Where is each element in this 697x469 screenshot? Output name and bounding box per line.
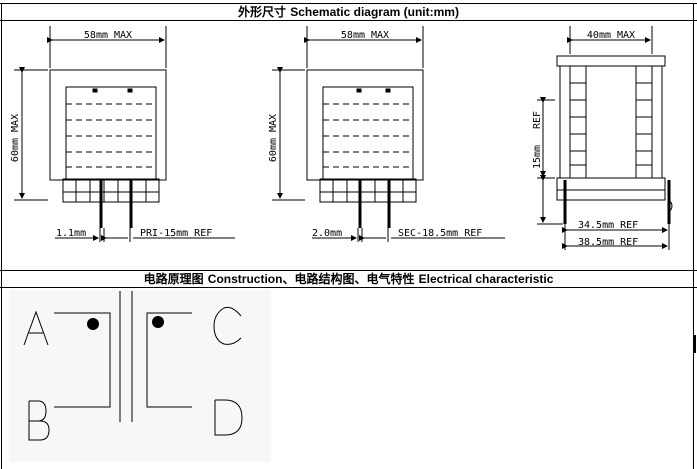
scroll-mark (694, 335, 696, 353)
section-title-circuit: 电路原理图 Construction、电路结构图、电气特性 Electrical… (0, 271, 697, 287)
v1-height-label: 60mm MAX (10, 114, 21, 162)
v1-width-label: 58mm MAX (84, 30, 132, 41)
header-divider-2 (0, 287, 697, 288)
transformer-circuit (23, 291, 243, 441)
v3-span2-label: 38.5mm REF (578, 237, 638, 248)
v1-pin-len-label: PRI-15mm REF (140, 228, 212, 239)
front-view-primary (14, 26, 235, 242)
section-title-schematic: 外形尺寸 Schematic diagram (unit:mm) (0, 4, 697, 20)
v2-height-label: 60mm MAX (268, 114, 279, 162)
title-cn: 外形尺寸 (238, 5, 287, 19)
title-en-1: Construction (207, 272, 283, 286)
circuit-panel-bg (9, 290, 271, 462)
secondary-polarity-dot (152, 316, 164, 328)
v3-pin-len-label: 15mm (532, 145, 543, 169)
title-cn-1: 电路原理图 (143, 272, 204, 286)
primary-polarity-dot (87, 318, 99, 330)
side-view (537, 26, 673, 250)
title-en: Schematic diagram (unit:mm) (290, 5, 459, 19)
front-view-secondary (272, 26, 505, 242)
title-en-2: Electrical characteristic (418, 272, 554, 286)
v3-span1-label: 34.5mm REF (578, 220, 638, 231)
header-divider (0, 20, 697, 21)
v1-pin-dia-label: 1.1mm (56, 228, 86, 239)
section-divider (0, 270, 697, 271)
table-border-right (693, 3, 694, 469)
v3-width-label: 40mm MAX (587, 30, 635, 41)
v2-width-label: 58mm MAX (341, 30, 389, 41)
table-border-left (1, 3, 2, 469)
v3-ref-label: REF (532, 111, 543, 129)
v2-pin-len-label: SEC-18.5mm REF (398, 228, 482, 239)
v2-pin-dia-label: 2.0mm (312, 228, 342, 239)
title-cn-2: 、电路结构图、电气特性 (282, 272, 415, 286)
table-border-top (0, 3, 697, 4)
